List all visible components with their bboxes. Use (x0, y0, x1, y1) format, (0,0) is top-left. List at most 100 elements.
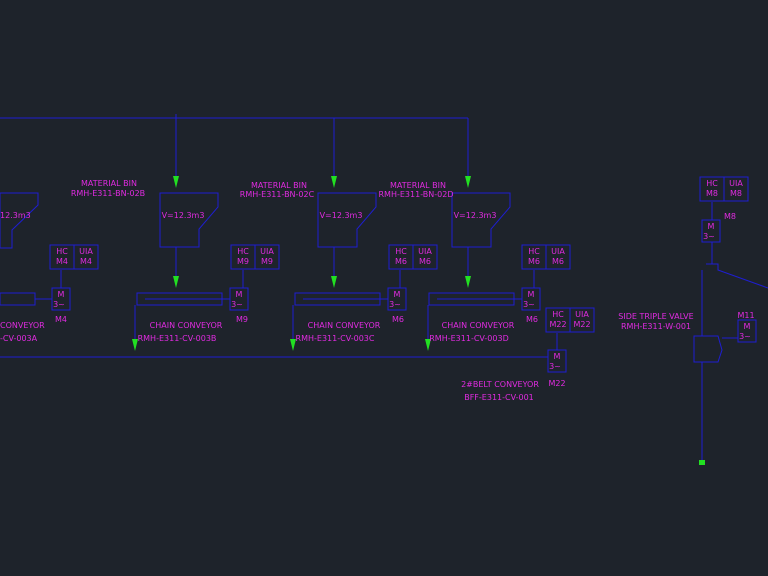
inst-m6b-hc-motor: M6 (528, 257, 540, 266)
motor-m22-phase: 3~ (549, 362, 561, 371)
inst-m4-uia-label: UIA (79, 247, 93, 256)
bin-02d-shape (451, 192, 511, 248)
bin-02c-title: MATERIAL BIN (251, 181, 307, 190)
inst-m9-hc-motor: M9 (237, 257, 249, 266)
motor-m11-letter: M (744, 322, 751, 331)
inst-m9-uia-motor: M9 (261, 257, 273, 266)
inst-m9-uia-label: UIA (260, 247, 274, 256)
inst-m4-hc-label: HC (56, 247, 68, 256)
motor-m4-letter: M (58, 290, 65, 299)
motor-m6b-frame (521, 287, 541, 311)
inst-m8-uia-motor: M8 (730, 189, 742, 198)
belt-conveyor-title: 2#BELT CONVEYOR (461, 380, 539, 389)
bin-01-volume: 12.3m3 (0, 211, 31, 220)
triple-valve-upper (706, 263, 768, 289)
outlet-marker (699, 460, 705, 465)
inst-m6a-uia-motor: M6 (419, 257, 431, 266)
inst-m4-hc-motor: M4 (56, 257, 68, 266)
flow-arrow-bin-02c-in (331, 176, 337, 188)
bin-02b-volume: V=12.3m3 (162, 211, 205, 220)
inst-m22-uia-motor: M22 (573, 320, 590, 329)
bin-02d-title: MATERIAL BIN (390, 181, 446, 190)
bin-02d-tag: RMH-E311-BN-02D (379, 190, 454, 199)
motor-m4-tag: M4 (55, 315, 67, 324)
inst-m22-hc-motor: M22 (549, 320, 566, 329)
cv-003d-title: CHAIN CONVEYOR (442, 321, 515, 330)
cv-003b-title: CHAIN CONVEYOR (150, 321, 223, 330)
motor-m8-phase: 3~ (703, 232, 715, 241)
flow-arrow-cv-003c-in (331, 276, 337, 288)
motor-m9-letter: M (236, 290, 243, 299)
motor-m6b-symbol[interactable]: M3~ M6 (521, 287, 541, 324)
motor-m11-phase: 3~ (739, 332, 751, 341)
bin-02b-shape (159, 192, 219, 248)
cv-003a-tag: -CV-003A (0, 334, 38, 343)
inst-m9-hc-label: HC (237, 247, 249, 256)
cv-003c-title: CHAIN CONVEYOR (308, 321, 381, 330)
motor-m6b-tag: M6 (526, 315, 538, 324)
flow-arrow-bin-02b-in (173, 176, 179, 188)
cv-003a-title: CONVEYOR (0, 321, 45, 330)
motor-m4-phase: 3~ (53, 300, 65, 309)
motor-m9-phase: 3~ (231, 300, 243, 309)
inst-m6b-uia-motor: M6 (552, 257, 564, 266)
motor-m6a-phase: 3~ (389, 300, 401, 309)
motor-m6b-phase: 3~ (523, 300, 535, 309)
cv-003d-tag: RMH-E311-CV-003D (429, 334, 508, 343)
motor-m22-symbol[interactable]: M3~ M22 (547, 349, 567, 388)
inst-m6a-uia-label: UIA (418, 247, 432, 256)
flow-arrow-cv-003d-in (465, 276, 471, 288)
inst-m6b-uia-label: UIA (551, 247, 565, 256)
bin-02d-volume: V=12.3m3 (454, 211, 497, 220)
motor-m11-frame (737, 319, 757, 343)
flow-arrow-cv-003b-out (132, 339, 138, 351)
bin-02c-shape (317, 192, 377, 248)
belt-conveyor-tag: BFF-E311-CV-001 (464, 393, 534, 402)
motor-m9-symbol[interactable]: M3~ M9 (229, 287, 249, 324)
motor-m22-frame (547, 349, 567, 373)
motor-m6a-symbol[interactable]: M3~ M6 (387, 287, 407, 324)
triple-valve-tag: RMH-E311-W-001 (621, 322, 691, 331)
motor-m22-letter: M (554, 352, 561, 361)
motor-m6a-tag: M6 (392, 315, 404, 324)
inst-m8-hc-motor: M8 (706, 189, 718, 198)
motor-m6b-letter: M (528, 290, 535, 299)
motor-m11-symbol[interactable]: M3~M11 (737, 311, 757, 343)
inst-m6a-hc-label: HC (395, 247, 407, 256)
motor-m4-frame (51, 287, 71, 311)
cv-003b-tag: RMH-E311-CV-003B (138, 334, 217, 343)
motor-m8-tag: M8 (724, 212, 736, 221)
motor-m4-symbol[interactable]: M3~ M4 (51, 287, 71, 324)
bin-02c-tag: RMH-E311-BN-02C (240, 190, 315, 199)
motor-m6a-frame (387, 287, 407, 311)
motor-m6a-letter: M (394, 290, 401, 299)
bin-02c-volume: V=12.3m3 (320, 211, 363, 220)
triple-valve-body (693, 335, 723, 363)
flow-arrow-bin-02d-in (465, 176, 471, 188)
motor-m22-tag: M22 (548, 379, 565, 388)
motor-m8-symbol[interactable]: M3~ M8 (701, 212, 736, 243)
inst-m6b-hc-label: HC (528, 247, 540, 256)
bin-02b-title: MATERIAL BIN (81, 179, 137, 188)
flow-arrow-cv-003c-out (290, 339, 296, 351)
inst-m6a-hc-motor: M6 (395, 257, 407, 266)
triple-valve-title: SIDE TRIPLE VALVE (618, 312, 693, 321)
conveyor-003a-body (0, 292, 36, 306)
bin-01-shape (0, 192, 39, 249)
inst-m22-hc-label: HC (552, 310, 564, 319)
bin-02b-tag: RMH-E311-BN-02B (71, 189, 145, 198)
motor-m8-letter: M (708, 222, 715, 231)
cv-003c-tag: RMH-E311-CV-003C (296, 334, 375, 343)
inst-m4-uia-motor: M4 (80, 257, 92, 266)
motor-m9-frame (229, 287, 249, 311)
inst-m8-uia-label: UIA (729, 179, 743, 188)
motor-m9-tag: M9 (236, 315, 248, 324)
inst-m22-uia-label: UIA (575, 310, 589, 319)
